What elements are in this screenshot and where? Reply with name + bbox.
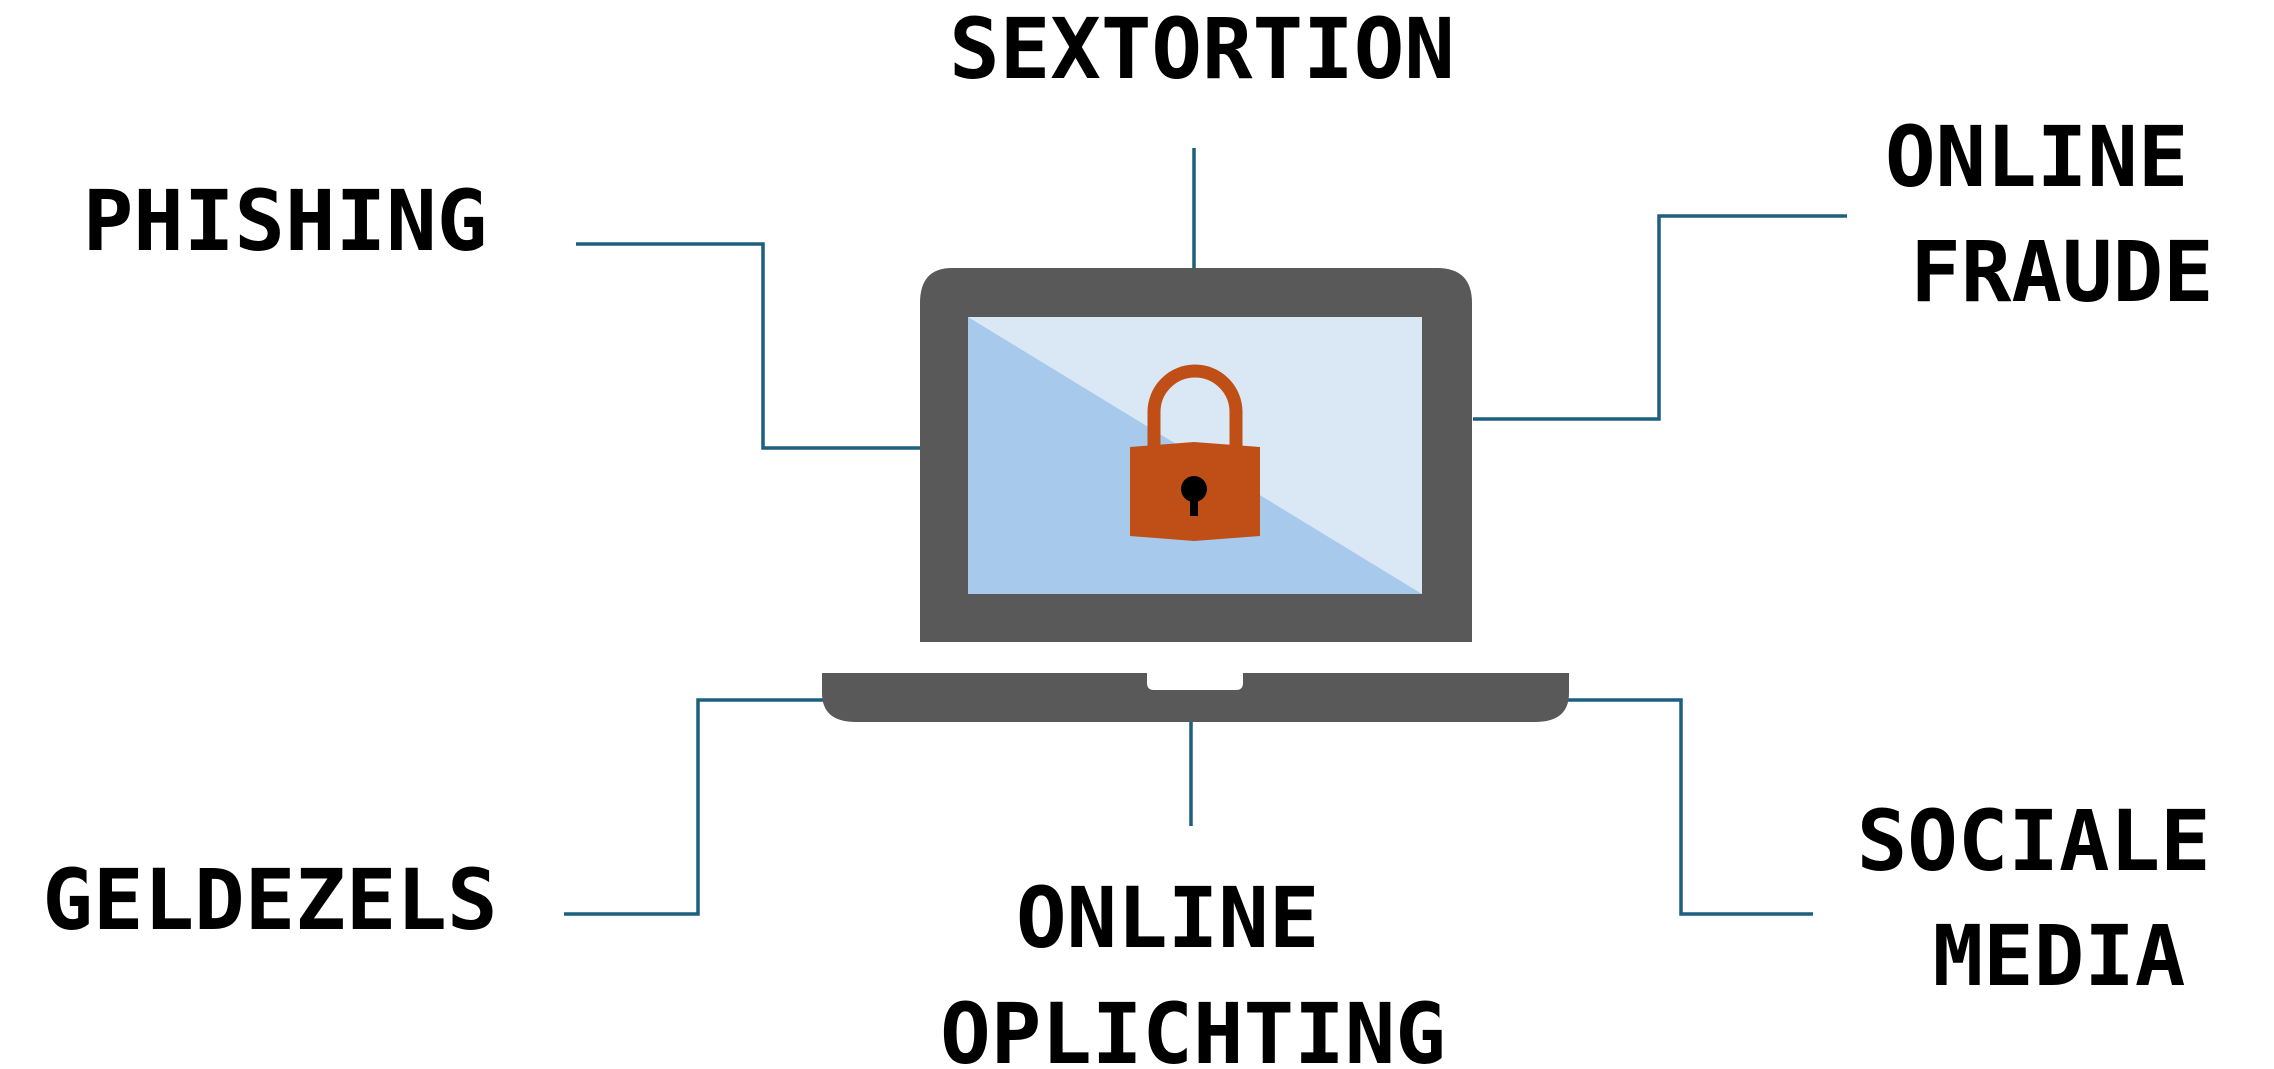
label-online-fraude: ONLINE FRAUDE	[1885, 108, 2239, 321]
connectors	[564, 148, 1847, 916]
connector-phishing	[576, 242, 920, 450]
padlock-shackle	[1147, 364, 1243, 446]
label-sextortion: SEXTORTION	[949, 0, 1455, 98]
padlock-icon	[1130, 364, 1260, 541]
padlock-keyhole	[1181, 476, 1207, 502]
label-online-oplichting: ONLINE OPLICHTING	[940, 869, 1446, 1069]
laptop-base	[822, 673, 1569, 722]
label-sociale-media: SOCIALE MEDIA	[1857, 792, 2262, 1005]
label-geldezels: GELDEZELS	[42, 851, 497, 949]
connector-geldezels	[564, 698, 826, 916]
label-phishing: PHISHING	[83, 172, 488, 270]
connector-sociale-media	[1566, 698, 1813, 916]
padlock-keyhole-slot	[1190, 492, 1198, 516]
connector-online-fraude	[1473, 214, 1847, 421]
laptop-icon	[822, 268, 1569, 722]
